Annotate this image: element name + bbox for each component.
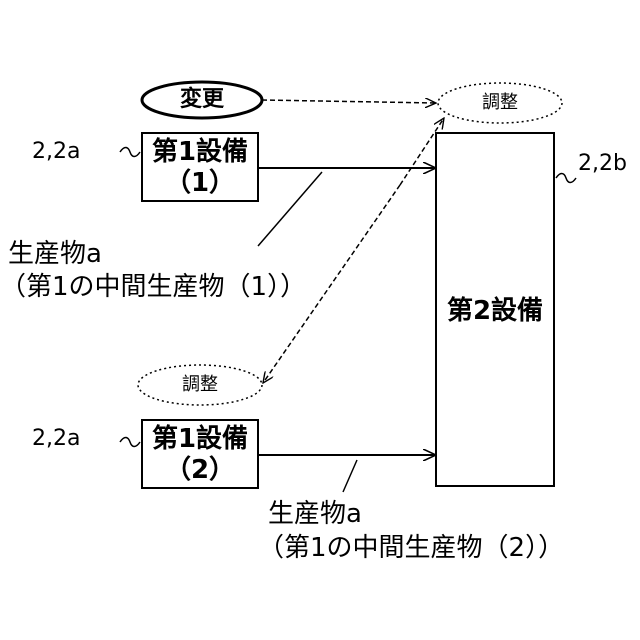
equipment1-b-name: 第1設備 [142, 426, 258, 452]
product-1-name: 生産物a [8, 241, 102, 267]
ref-equipment1-a: 2,2a [32, 141, 80, 163]
ref-equipment2: 2,2b [578, 153, 627, 175]
leader-product-1 [258, 172, 322, 246]
product-2-desc: （第1の中間生産物（2）） [258, 535, 564, 561]
product-1-desc: （第1の中間生産物（1）） [0, 274, 306, 300]
adjust-label-top: 調整 [482, 94, 518, 112]
dashed-arrow-change-to-adjust [262, 100, 436, 103]
squiggle-ref-1 [120, 148, 140, 157]
adjust-label-bottom: 調整 [182, 376, 218, 394]
equipment1-a-name: 第1設備 [142, 139, 258, 165]
leader-product-2 [343, 460, 357, 492]
equipment1-b-index: （2） [142, 457, 258, 483]
equipment1-a-index: （1） [142, 170, 258, 196]
squiggle-ref-3 [556, 174, 576, 183]
equipment2-name: 第2設備 [436, 298, 554, 324]
product-2-name: 生産物a [268, 501, 362, 527]
squiggle-ref-2 [120, 438, 140, 447]
ref-equipment1-b: 2,2a [32, 428, 80, 450]
change-label: 変更 [180, 89, 224, 111]
